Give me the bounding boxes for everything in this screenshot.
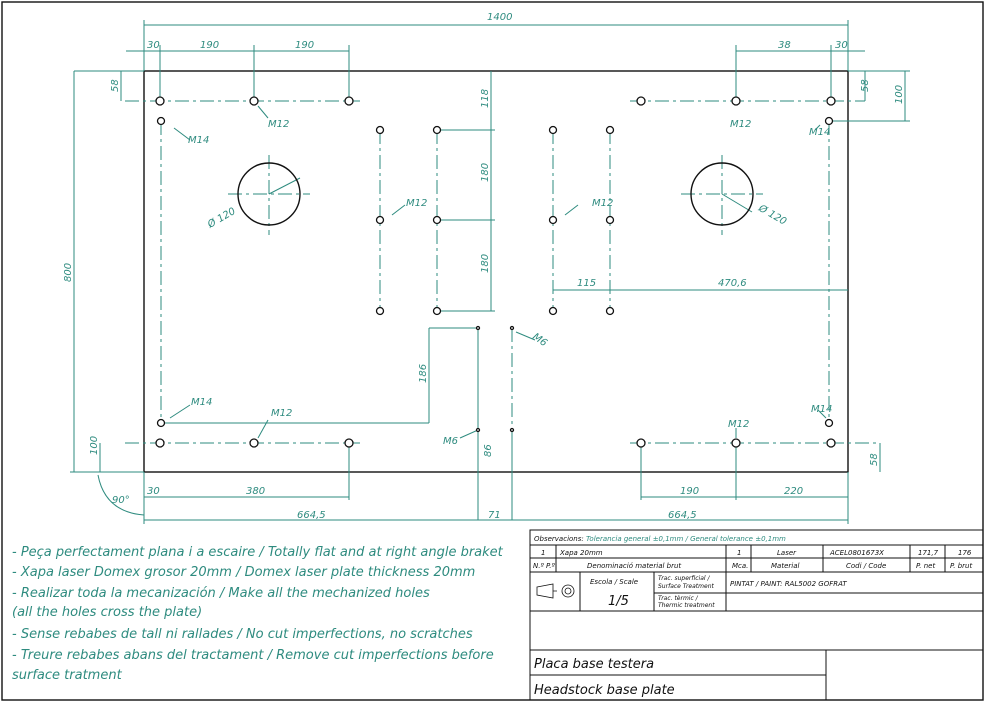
note-line: surface tratment	[12, 668, 123, 683]
header: Mca.	[732, 562, 748, 570]
cell: 171,7	[918, 549, 939, 557]
projection-cone-icon	[536, 583, 557, 599]
note-line: - Sense rebabes de tall ni rallades / No…	[12, 627, 473, 642]
dim-30: 30	[147, 486, 160, 497]
dim-118: 118	[480, 89, 491, 108]
surface-label: Trac. superficial /	[658, 575, 710, 582]
scale-label: Escola / Scale	[590, 578, 638, 586]
cell: ACEL0801673X	[829, 549, 884, 557]
observations-label: Observacions:	[534, 535, 584, 543]
note-line: - Peça perfectament plana i a escaire / …	[12, 545, 504, 560]
surface-treatment: PINTAT / PAINT: RAL5002 GOFRAT	[730, 580, 847, 588]
dim-58: 58	[860, 79, 871, 92]
dim-190: 190	[200, 40, 219, 51]
header: N.º P.º	[533, 562, 555, 570]
thermic-label: Thermic treatment	[658, 602, 715, 609]
callout-m14: M14	[811, 404, 832, 415]
dim-664-5: 664,5	[668, 510, 697, 521]
header: P. net	[916, 562, 935, 570]
note-line: - Treure rebabes abans del tractament / …	[12, 648, 494, 663]
dim-664-5: 664,5	[297, 510, 326, 521]
dim-180: 180	[480, 163, 491, 182]
dim-190: 190	[295, 40, 314, 51]
note-line: (all the holes cross the plate)	[12, 605, 202, 620]
callout-diameter-120: Ø 120	[756, 202, 789, 228]
dim-30: 30	[147, 40, 160, 51]
dim-58: 58	[110, 79, 121, 92]
callout-m6: M6	[530, 331, 549, 349]
dim-186: 186	[418, 364, 429, 383]
dimension-lines	[70, 20, 910, 524]
notes: - Peça perfectament plana i a escaire / …	[12, 545, 504, 683]
dim-180: 180	[480, 254, 491, 273]
callout-m14: M14	[191, 397, 212, 408]
note-line: - Realizar toda la mecanización / Make a…	[12, 586, 430, 601]
title-block	[529, 529, 984, 701]
dim-115: 115	[577, 278, 596, 289]
note-line: - Xapa laser Domex grosor 20mm / Domex l…	[12, 565, 475, 580]
thermic-label: Trac. tèrmic /	[658, 595, 699, 602]
callout-diameter-120: Ø 120	[205, 205, 238, 231]
callout-m6: M6	[443, 436, 458, 447]
cell: 1	[737, 549, 741, 557]
header: Material	[771, 562, 799, 570]
cell: 1	[541, 549, 545, 557]
observations-text: Tolerancia general ±0,1mm / General tole…	[586, 535, 786, 543]
dim-1400: 1400	[487, 12, 512, 23]
dim-100: 100	[894, 85, 905, 104]
projection-circle-icon	[561, 584, 575, 598]
dim-190: 190	[680, 486, 699, 497]
dim-220: 220	[784, 486, 803, 497]
dim-58: 58	[869, 453, 880, 466]
center-lines	[125, 100, 880, 470]
cell: 176	[958, 549, 972, 557]
dim-86: 86	[483, 444, 494, 457]
header: Denominació material brut	[587, 562, 681, 570]
callout-m12: M12	[268, 119, 289, 130]
callout-m12: M12	[728, 419, 749, 430]
callout-m12: M12	[271, 408, 292, 419]
dim-800: 800	[63, 263, 74, 282]
surface-label: Surface Treatment	[658, 583, 714, 590]
dim-38: 38	[778, 40, 791, 51]
header: P. brut	[950, 562, 972, 570]
plate-outline	[143, 70, 849, 473]
dim-30: 30	[835, 40, 848, 51]
dim-angle: 90°	[112, 495, 130, 506]
dim-100: 100	[89, 436, 100, 455]
callout-m12: M12	[406, 198, 427, 209]
drawing-title-en: Headstock base plate	[534, 683, 675, 698]
callout-m14: M14	[809, 127, 830, 138]
dim-380: 380	[246, 486, 265, 497]
scale-value: 1/5	[608, 594, 629, 609]
holes	[155, 96, 836, 448]
callout-m14: M14	[188, 135, 209, 146]
cell: Laser	[777, 549, 797, 557]
drawing-title: Placa base testera	[534, 657, 654, 672]
callout-m12: M12	[730, 119, 751, 130]
cell: Xapa 20mm	[559, 549, 603, 557]
dim-71: 71	[488, 510, 501, 521]
header: Codi / Code	[846, 562, 886, 570]
callout-m12: M12	[592, 198, 613, 209]
dim-470-6: 470,6	[718, 278, 747, 289]
